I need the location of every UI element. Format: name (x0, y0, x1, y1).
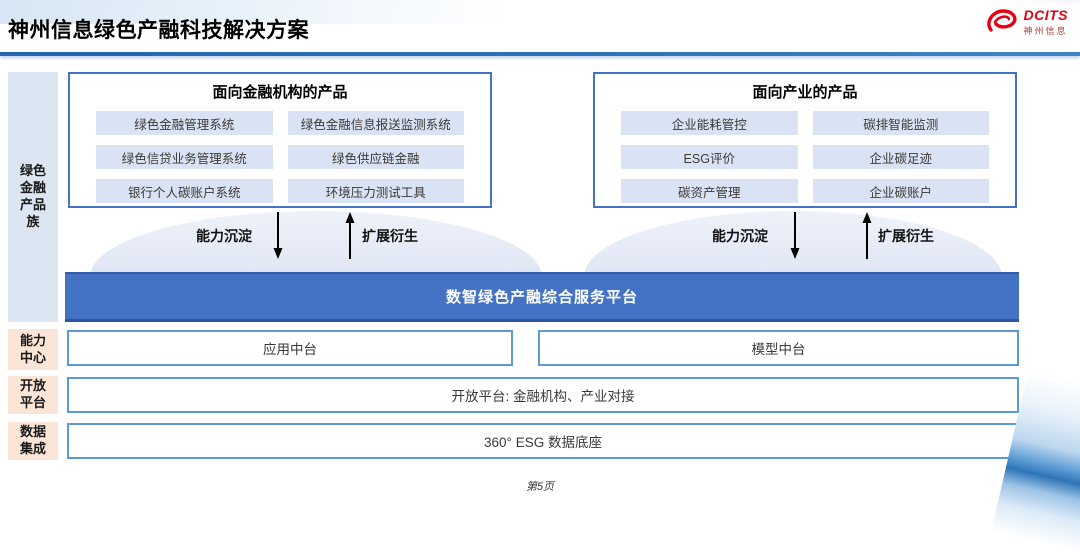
sidebar-label-green-product-family: 绿色 金融 产品 族 (8, 72, 58, 322)
product-pill: 绿色供应链金融 (287, 145, 464, 169)
product-pill: 绿色金融管理系统 (96, 111, 273, 135)
product-group-title: 面向产业的产品 (752, 84, 858, 101)
dome-left (90, 211, 542, 272)
product-grid: 企业能耗管控 碳排智能监测 ESG评价 企业碳足迹 碳资产管理 企业碳账户 (621, 111, 989, 203)
product-pill: 银行个人碳账户系统 (96, 179, 273, 203)
product-pill: ESG评价 (621, 145, 798, 169)
product-grid: 绿色金融管理系统 绿色金融信息报送监测系统 绿色信贷业务管理系统 绿色供应链金融… (96, 111, 464, 203)
product-pill-label: 绿色信贷业务管理系统 (121, 151, 247, 166)
product-pill: 碳排智能监测 (812, 111, 989, 135)
product-pill-label: 环境压力测试工具 (325, 185, 426, 200)
app-middle-platform-box: 应用中台 (67, 330, 513, 366)
sidebar-label-data-integration: 数据 集成 (8, 422, 58, 460)
up-arrow-icon (345, 212, 355, 259)
page-number: 第5页 (525, 481, 555, 493)
page-title: 神州信息绿色产融科技解决方案 (8, 19, 309, 42)
header-wave-decoration (0, 0, 680, 24)
product-pill-label: 企业能耗管控 (671, 117, 747, 132)
product-pill-label: 企业碳账户 (869, 185, 932, 200)
product-pill-label: 绿色金融信息报送监测系统 (300, 117, 451, 132)
product-group-title: 面向金融机构的产品 (212, 84, 348, 101)
dcits-swoosh-icon (986, 9, 1017, 32)
platform-bar: 数智绿色产融综合服务平台 (65, 272, 1019, 322)
logo-text: DCITS 神州信息 (1024, 7, 1069, 37)
flow-label-expand-derive: 扩展衍生 (878, 228, 934, 244)
product-pill-label: 企业碳足迹 (869, 151, 932, 166)
product-pill-label: 碳资产管理 (677, 185, 741, 200)
esg-data-base-box: 360° ESG 数据底座 (67, 423, 1019, 459)
product-pill-label: ESG评价 (683, 151, 735, 166)
product-pill-label: 碳排智能监测 (863, 117, 939, 132)
product-pill: 企业碳账户 (812, 179, 989, 203)
product-pill: 环境压力测试工具 (287, 179, 464, 203)
down-arrow-icon (790, 212, 800, 259)
product-group-financial-institutions: 面向金融机构的产品 绿色金融管理系统 绿色金融信息报送监测系统 绿色信贷业务管理… (68, 72, 492, 208)
flow-label-capability-deposit: 能力沉淀 (712, 228, 768, 244)
header-divider (0, 52, 1080, 56)
product-pill-label: 银行个人碳账户系统 (127, 185, 241, 200)
product-pill-label: 绿色供应链金融 (331, 151, 420, 166)
dcits-logo: DCITS 神州信息 (984, 7, 1069, 37)
product-pill: 碳资产管理 (621, 179, 798, 203)
sidebar-label-text: 绿色 金融 产品 族 (19, 163, 46, 229)
model-middle-platform-box: 模型中台 (538, 330, 1019, 366)
sidebar-label-text: 开放 平台 (19, 378, 46, 410)
header-corner-decoration (940, 0, 1080, 18)
product-pill: 绿色信贷业务管理系统 (96, 145, 273, 169)
open-platform-box: 开放平台: 金融机构、产业对接 (67, 377, 1019, 413)
product-pill: 绿色金融信息报送监测系统 (287, 111, 464, 135)
sidebar-label-capability-center: 能力 中心 (8, 329, 58, 370)
dome-decoration (62, 208, 1020, 272)
product-pill: 企业能耗管控 (621, 111, 798, 135)
flow-label-capability-deposit: 能力沉淀 (196, 228, 252, 244)
flow-label-expand-derive: 扩展衍生 (362, 228, 418, 244)
down-arrow-icon (273, 212, 283, 259)
sidebar-label-text: 能力 中心 (19, 332, 46, 365)
sidebar-label-open-platform: 开放 平台 (8, 376, 58, 414)
logo-brand-text: DCITS (1023, 7, 1068, 23)
logo-subtitle-text: 神州信息 (1023, 26, 1068, 36)
product-pill: 企业碳足迹 (812, 145, 989, 169)
product-group-industry: 面向产业的产品 企业能耗管控 碳排智能监测 ESG评价 企业碳足迹 碳资产管理 … (593, 72, 1017, 208)
product-pill-label: 绿色金融管理系统 (134, 117, 235, 132)
sidebar-label-text: 数据 集成 (19, 424, 46, 456)
up-arrow-icon (862, 212, 872, 259)
